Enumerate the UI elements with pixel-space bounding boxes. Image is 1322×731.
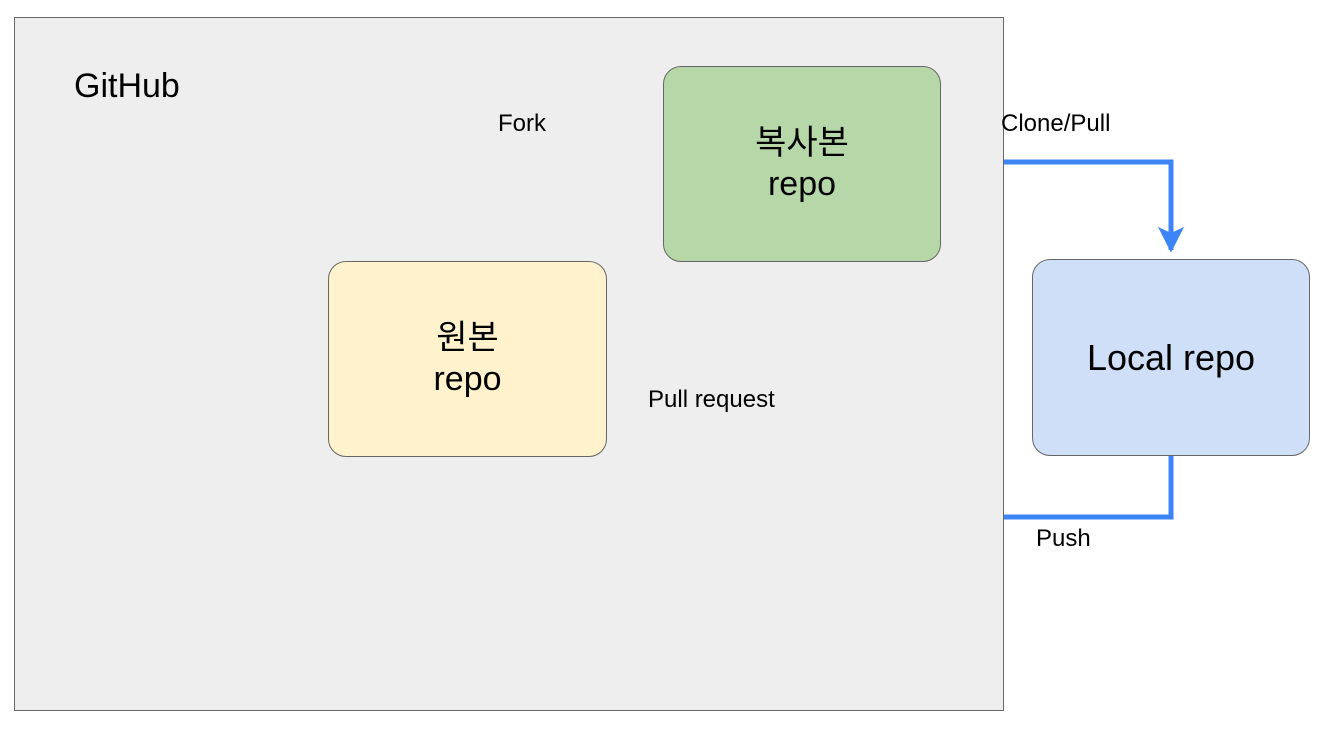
node-origin-repo[interactable]: 원본 repo (328, 261, 607, 457)
edge-label-fork: Fork (498, 110, 546, 137)
node-origin-repo-line-2: repo (433, 360, 502, 398)
node-local-repo-line-1: Local repo (1086, 336, 1256, 378)
edge-label-pull-request: Pull request (648, 386, 775, 413)
node-local-repo[interactable]: Local repo (1032, 259, 1310, 456)
node-forked-repo[interactable]: 복사본 repo (663, 66, 941, 262)
node-forked-repo-line-1: 복사본 (755, 123, 849, 162)
edge-label-clone-pull: Clone/Pull (1001, 110, 1111, 137)
node-origin-repo-line-1: 원본 (436, 318, 499, 357)
github-boundary-label: GitHub (74, 67, 180, 105)
edge-label-push: Push (1036, 525, 1091, 552)
node-forked-repo-line-2: repo (767, 165, 837, 203)
edge-clone-pull-path (941, 159, 1185, 253)
